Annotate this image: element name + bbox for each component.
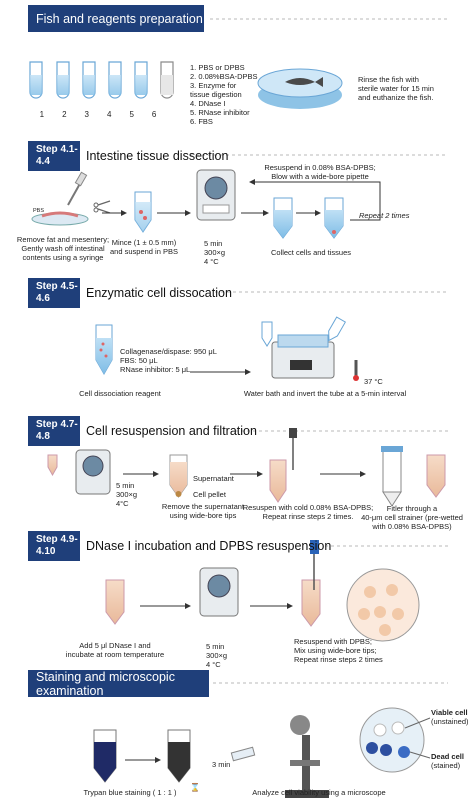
fish-note: Rinse the fish with sterile water for 15… [358, 75, 434, 102]
tube-number: 2 [62, 110, 85, 119]
step-badge-2: Step 4.1-4.4 [28, 141, 80, 171]
staining-illustrations [93, 707, 431, 798]
dissection-illustrations [31, 169, 344, 239]
remove-supernatant-text: Remove the supernatant using wide-bore t… [161, 502, 245, 520]
section-title: Intestine tissue dissection [86, 149, 229, 163]
section-title: DNase I incubation and DPBS resuspension [86, 539, 332, 553]
tube-number: 4 [107, 110, 130, 119]
tube-number: 6 [151, 110, 175, 119]
reagent-tubes [29, 61, 174, 99]
section-title: Staining and microscopic examination [36, 669, 175, 698]
trypan-text: Trypan blue staining ( 1 : 1 ) [83, 788, 177, 797]
tube-number: 1 [39, 110, 63, 119]
tube-numbers: 123456 [27, 101, 187, 119]
filter-text: Fitler through a 40-μm cell strainer (pr… [361, 504, 463, 531]
collect-text: Collect cells and tissues [270, 248, 352, 257]
remove-fat-text: Remove fat and mesentery; Gently wash of… [16, 235, 110, 262]
pbs-label: PBS [33, 208, 45, 214]
section-title: Fish and reagents preparation [36, 11, 203, 26]
step-badge-3: Step 4.5-4.6 [28, 278, 80, 308]
temperature: 37 °C [364, 377, 383, 386]
tube-number: 5 [129, 110, 152, 119]
hourglass-icon: ⌛ [190, 782, 200, 792]
step-badge-4: Step 4.7-4.8 [28, 416, 80, 446]
resuspension-illustrations [47, 428, 446, 507]
dead-cell-sub: (stained) [431, 761, 461, 770]
section-title: Enzymatic cell dissocation [86, 286, 232, 300]
add-dnase-text: Add 5 μl DNase I and incubate at room te… [65, 641, 165, 659]
centrifuge-params: 5 min 300×g 4°C [116, 481, 138, 508]
analyze-text: Analyze cell viability using a microscop… [252, 788, 386, 797]
section-header-prep: Fish and reagents preparation [28, 5, 204, 32]
supernatant-label: Supernatant [193, 474, 234, 483]
step-badge-5: Step 4.9-4.10 [28, 531, 80, 561]
incubation-time: 3 min [212, 760, 231, 769]
reagent-label: Cell dissociation reagent [79, 389, 161, 398]
enzyme-mix: Collagenase/dispase: 950 μL FBS: 50 μL R… [120, 347, 217, 374]
dead-cell-label: Dead cell [431, 752, 464, 761]
resuspen-text: Resuspen with cold 0.08% BSA-DPBS; Repea… [242, 503, 374, 521]
dnase-illustrations [105, 540, 420, 642]
centrifuge-params: 5 min 300×g 4 °C [206, 642, 228, 669]
viable-cell-sub: (unstained) [431, 717, 469, 726]
resuspend-dpbs-text: Resuspend with DPBS; Mix using wide-bore… [294, 637, 383, 664]
repeat-text: Repeat 2 times [359, 211, 410, 220]
viable-cell-label: Viable cell [431, 708, 468, 717]
section-title: Cell resuspension and filtration [86, 424, 257, 438]
tube-number: 3 [84, 110, 107, 119]
fish-dish [257, 68, 343, 109]
centrifuge-params: 5 min 300×g 4 °C [204, 239, 226, 266]
water-bath-text: Water bath and invert the tube at a 5-mi… [243, 389, 407, 398]
mince-text: Mince (1 ± 0.5 mm) and suspend in PBS [110, 238, 178, 256]
section-header-staining: Staining and microscopic examination [28, 669, 209, 698]
reagent-list: 1. PBS or DPBS 2. 0.08%BSA-DPBS 3. Enzym… [190, 63, 258, 126]
resuspend-text: Resuspend in 0.08% BSA-DPBS; Blow with a… [264, 163, 376, 181]
pellet-label: Cell pellet [193, 490, 226, 499]
enzymatic-illustrations [95, 316, 359, 381]
